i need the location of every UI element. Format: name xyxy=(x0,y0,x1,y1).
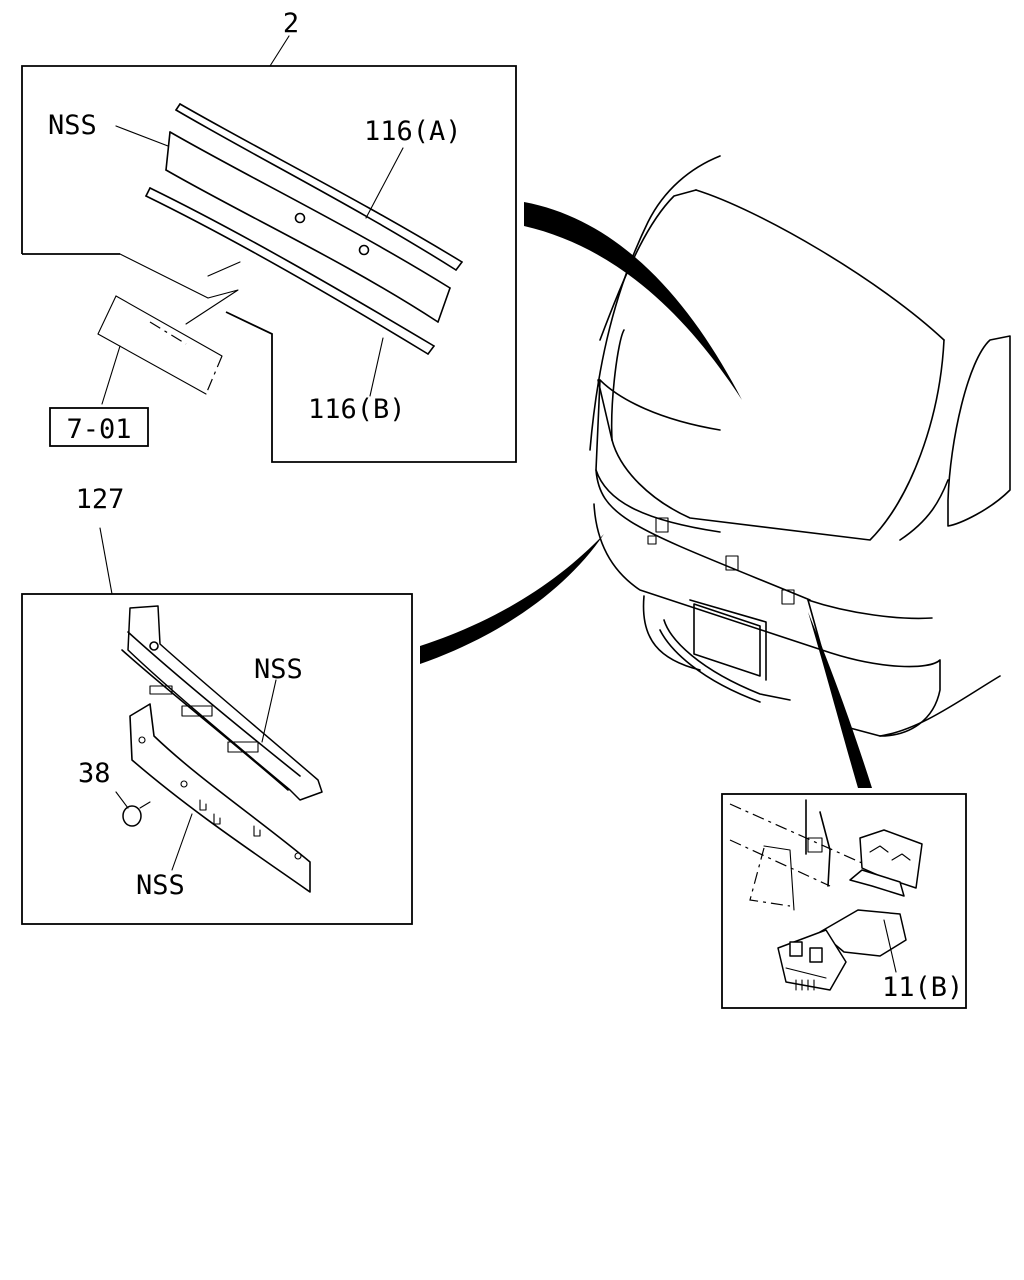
hinge-marks xyxy=(647,517,795,605)
label-116b: 116(B) xyxy=(308,394,406,425)
hinge-11b xyxy=(777,829,923,991)
callout-box-11b xyxy=(721,793,967,1009)
plate-lower xyxy=(129,703,311,893)
label-127: 127 xyxy=(76,484,125,515)
bracket-upper xyxy=(121,605,323,801)
strip-116b xyxy=(145,187,435,355)
label-nss-top: NSS xyxy=(48,110,97,141)
pointer-arrows xyxy=(420,202,872,788)
pointer-arrow-bottom xyxy=(808,612,872,788)
pointer-arrow-middle xyxy=(420,534,604,664)
label-11b: 11(B) xyxy=(882,972,963,1003)
label-2: 2 xyxy=(283,8,299,39)
label-nss-lower: NSS xyxy=(136,870,185,901)
vehicle-rear xyxy=(589,155,1011,737)
pointer-arrow-top xyxy=(524,202,742,400)
callout-box-2 xyxy=(21,35,517,463)
label-sheet xyxy=(97,295,223,405)
strip-116a xyxy=(165,103,463,323)
label-116a: 116(A) xyxy=(364,116,462,147)
fastener-38 xyxy=(115,791,151,827)
ref-box-701 xyxy=(49,407,149,447)
label-nss-upper: NSS xyxy=(254,654,303,685)
callout-box-127 xyxy=(21,527,413,925)
label-38: 38 xyxy=(78,758,111,789)
label-701: 7-01 xyxy=(66,414,131,445)
